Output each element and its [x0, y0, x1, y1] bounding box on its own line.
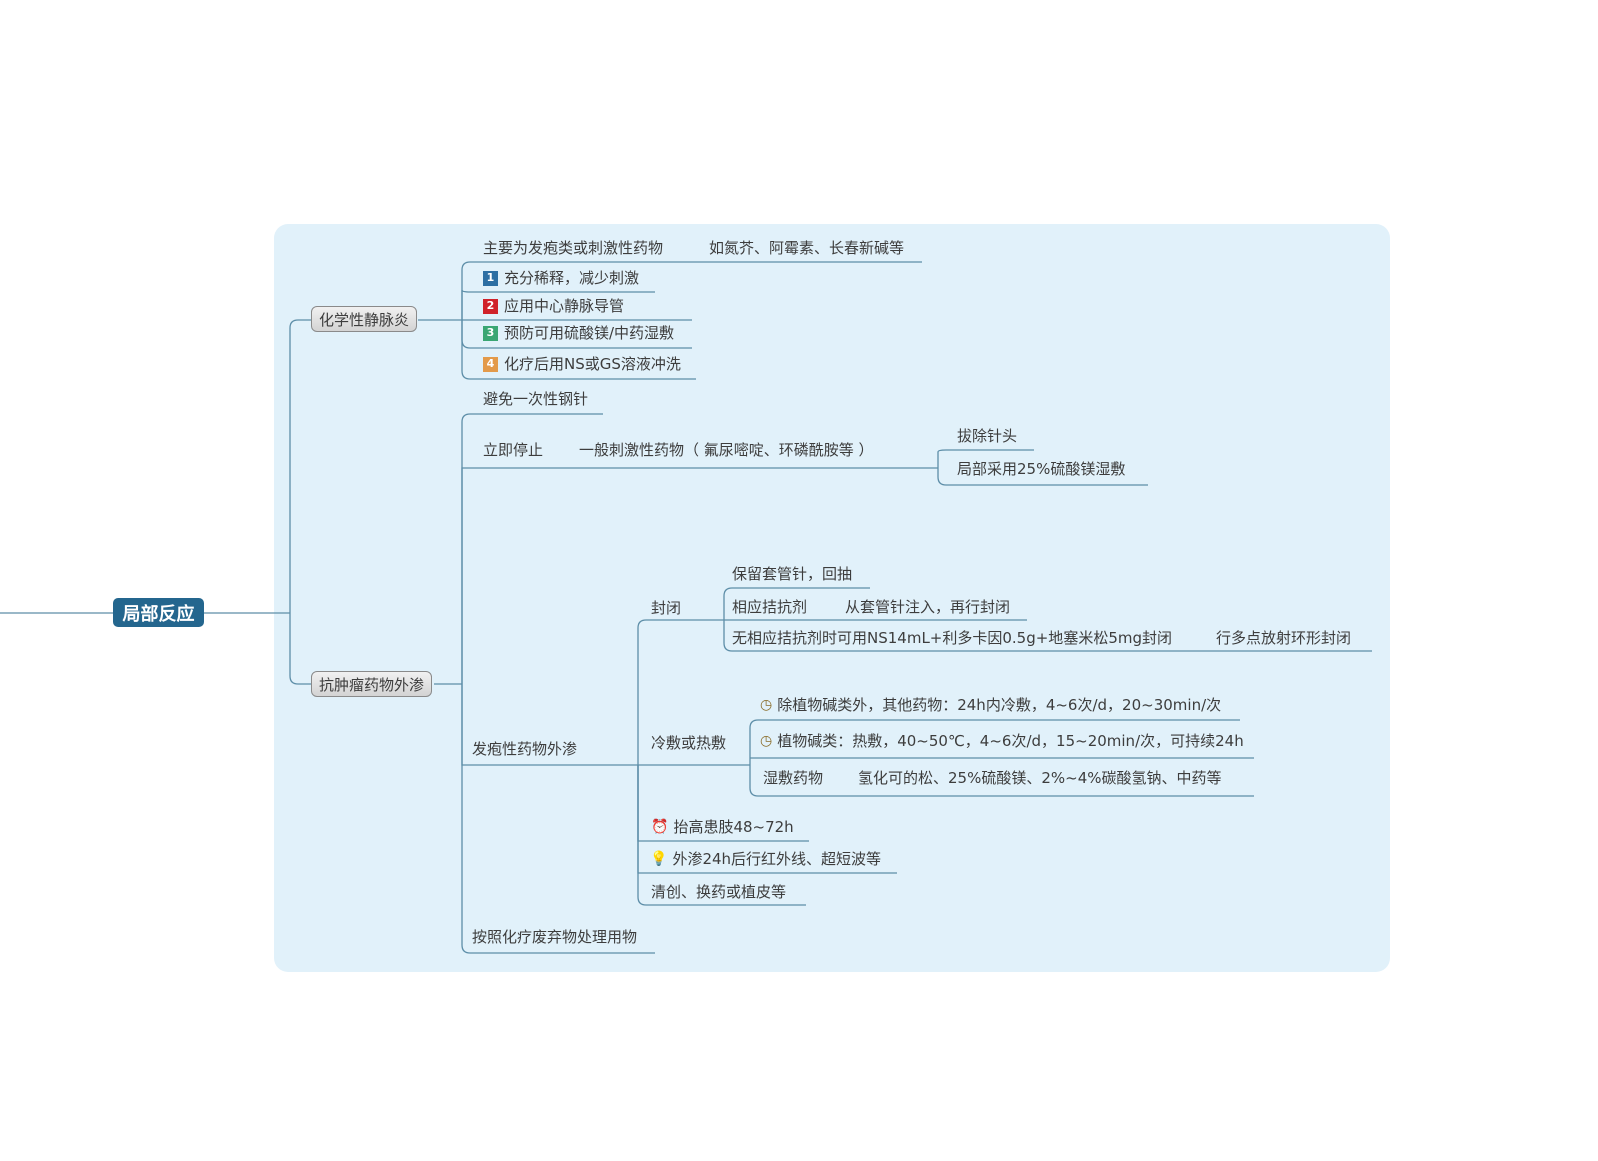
clock-icon: ◷ [760, 697, 773, 713]
seal-keep-cannula: 保留套管针，回抽 [732, 565, 853, 583]
vesicant-infrared-label: 外渗24h后行红外线、超短波等 [672, 850, 882, 868]
chem-item-2: 2 应用中心静脉导管 [483, 296, 624, 316]
number-3-icon: 3 [483, 325, 498, 341]
chem-item-1: 1 充分稀释，减少刺激 [483, 268, 639, 288]
vesicant-elevate-label: 抬高患肢48~72h [673, 818, 794, 836]
chem-item-2-label: 应用中心静脉导管 [504, 297, 625, 315]
vesicant-infrared: 💡外渗24h后行红外线、超短波等 [650, 849, 881, 869]
clock-icon: ◷ [760, 733, 773, 749]
seal-antidote: 相应拮抗剂 [732, 598, 808, 616]
alarm-clock-icon: ⏰ [651, 819, 669, 835]
vesicant-seal: 封闭 [651, 599, 682, 617]
chem-item-1-label: 充分稀释，减少刺激 [504, 269, 640, 287]
chem-item-4-label: 化疗后用NS或GS溶液冲洗 [504, 355, 681, 373]
seal-antidote-detail: 从套管针注入，再行封闭 [845, 598, 1011, 616]
anti-waste-handling: 按照化疗废弃物处理用物 [472, 928, 638, 946]
anti-stop-immediately: 立即停止 [483, 441, 544, 459]
general-local-compress: 局部采用25%硫酸镁湿敷 [957, 460, 1126, 478]
general-remove-needle: 拔除针头 [957, 427, 1018, 445]
anti-vesicant: 发疱性药物外渗 [472, 740, 578, 758]
lightbulb-icon: 💡 [650, 851, 668, 867]
chem-drug-examples: 如氮芥、阿霉素、长春新碱等 [709, 239, 905, 257]
chem-item-3: 3 预防可用硫酸镁/中药湿敷 [483, 323, 674, 343]
compress-cold: ◷除植物碱类外，其他药物：24h内冷敷，4~6次/d，20~30min/次 [760, 695, 1221, 715]
number-2-icon: 2 [483, 298, 498, 314]
chem-drug-type: 主要为发疱类或刺激性药物 [483, 239, 664, 257]
number-4-icon: 4 [483, 356, 498, 372]
compress-hot-label: 植物碱类：热敷，40~50℃，4~6次/d，15~20min/次，可持续24h [777, 732, 1244, 750]
vesicant-debride: 清创、换药或植皮等 [651, 883, 787, 901]
compress-wet: 湿敷药物 [763, 769, 824, 787]
chem-item-3-label: 预防可用硫酸镁/中药湿敷 [504, 324, 675, 342]
root-node[interactable]: 局部反应 [113, 598, 204, 627]
compress-cold-label: 除植物碱类外，其他药物：24h内冷敷，4~6次/d，20~30min/次 [777, 696, 1222, 714]
anti-general-irritant: 一般刺激性药物（ 氟尿嘧啶、环磷酰胺等 ） [579, 441, 874, 459]
vesicant-compress: 冷敷或热敷 [651, 734, 727, 752]
anti-avoid-steel-needle: 避免一次性钢针 [483, 390, 589, 408]
seal-no-antidote: 无相应拮抗剂时可用NS14mL+利多卡因0.5g+地塞米松5mg封闭 [732, 629, 1172, 647]
number-1-icon: 1 [483, 270, 498, 286]
compress-wet-detail: 氢化可的松、25%硫酸镁、2%~4%碳酸氢钠、中药等 [858, 769, 1222, 787]
seal-no-antidote-detail: 行多点放射环形封闭 [1216, 629, 1352, 647]
chem-item-4: 4 化疗后用NS或GS溶液冲洗 [483, 354, 681, 374]
node-chemical-phlebitis[interactable]: 化学性静脉炎 [311, 306, 418, 332]
compress-hot: ◷植物碱类：热敷，40~50℃，4~6次/d，15~20min/次，可持续24h [760, 731, 1244, 751]
node-antitumor-extravasation[interactable]: 抗肿瘤药物外渗 [311, 671, 433, 697]
vesicant-elevate: ⏰抬高患肢48~72h [651, 817, 794, 837]
